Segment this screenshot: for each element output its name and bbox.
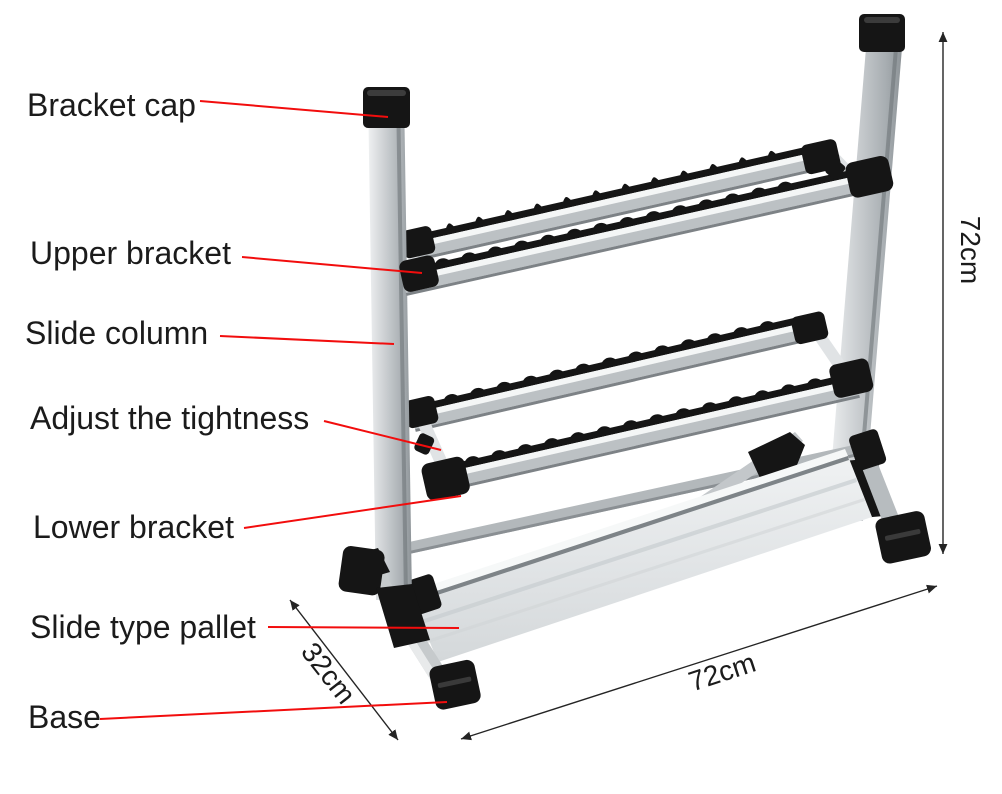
label-base: Base <box>28 699 101 735</box>
annotation-line-lower-bracket <box>243 495 462 529</box>
left-slide-column <box>363 87 412 600</box>
lower-bracket-front-rail <box>430 372 860 494</box>
slide-clamp <box>748 432 805 478</box>
lower-bracket-back-rail <box>409 315 810 432</box>
lower-back-left-corner <box>403 395 439 429</box>
rear-left-foot <box>338 546 385 596</box>
annotation-line-adjust-the-tightness <box>323 420 442 451</box>
label-lower-bracket: Lower bracket <box>33 509 234 545</box>
label-bracket-cap: Bracket cap <box>27 87 196 123</box>
rack-illustration <box>338 14 931 710</box>
lower-front-left-corner <box>421 456 470 501</box>
depth-dimension-arrow <box>289 599 399 741</box>
tightness-adjuster-knob <box>414 433 435 455</box>
label-upper-bracket: Upper bracket <box>30 235 231 271</box>
label-adjust-the-tightness: Adjust the tightness <box>30 400 309 436</box>
upper-bracket-back-rail <box>407 143 826 262</box>
upper-bracket-front-rail <box>400 168 862 296</box>
depth-dimension-label: 32cm <box>295 637 362 710</box>
upper-back-left-corner <box>400 226 436 259</box>
width-dimension-arrow <box>460 584 938 741</box>
right-bracket-cap <box>859 14 905 52</box>
upper-tightness-knob <box>825 159 846 180</box>
annotation-line-slide-column <box>219 335 395 345</box>
lower-back-right-corner <box>791 311 829 345</box>
front-right-foot <box>875 511 931 564</box>
annotation-line-base <box>99 701 448 720</box>
annotation-line-upper-bracket <box>241 256 423 274</box>
annotation-line-slide-type-pallet <box>267 626 460 629</box>
upper-front-right-corner <box>845 155 894 198</box>
lower-front-right-corner <box>829 358 874 398</box>
width-dimension-label: 72cm <box>685 647 760 698</box>
pallet-right-clip <box>849 429 887 471</box>
part-annotations: Bracket cap Upper bracket Slide column A… <box>25 87 462 735</box>
height-dimension-label: 72cm <box>955 216 986 284</box>
left-bracket-cap <box>363 87 410 128</box>
annotation-line-bracket-cap <box>199 100 389 118</box>
label-slide-column: Slide column <box>25 315 208 351</box>
label-slide-type-pallet: Slide type pallet <box>30 609 256 645</box>
